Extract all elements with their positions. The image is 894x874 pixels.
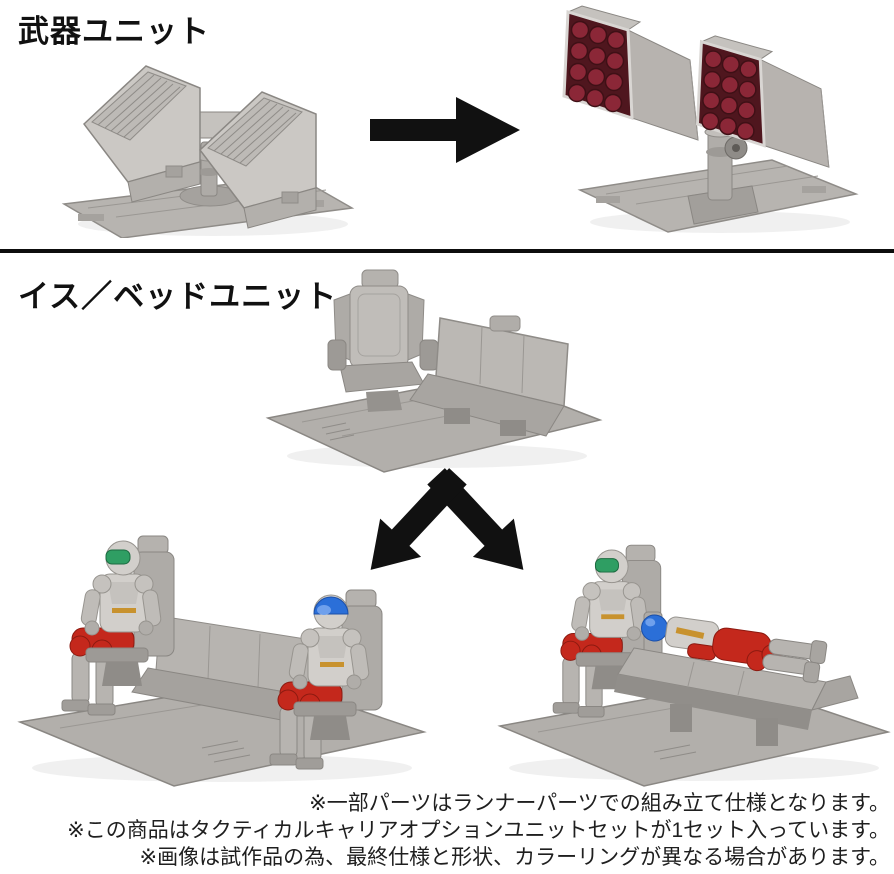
section-divider xyxy=(0,249,894,253)
chair-pedestal xyxy=(102,662,142,686)
helmet-glint xyxy=(317,605,331,615)
bed-leg xyxy=(756,718,778,746)
missile-tips xyxy=(567,20,626,113)
seated-figure-blue-helmet xyxy=(269,589,383,770)
chair-mode-photo xyxy=(17,535,427,787)
seat-unit-photo xyxy=(265,269,603,473)
bed-mode-photo xyxy=(497,544,891,787)
left-missile-pod xyxy=(562,5,699,141)
bed-side xyxy=(614,674,812,730)
weapon-section-title: 武器ユニット xyxy=(18,14,210,49)
right-pod-folded xyxy=(198,91,317,229)
seated-figure-green-visor xyxy=(61,535,175,716)
chair-headrest xyxy=(345,589,377,609)
seat-bed-section-title: イス／ベッドユニット xyxy=(18,279,338,314)
missile-tips xyxy=(701,50,758,141)
bed-with-lying-figure xyxy=(614,611,859,746)
bed-foot-rail xyxy=(811,675,859,711)
right-missile-pod xyxy=(695,35,830,168)
chair-headrest xyxy=(625,544,656,563)
weapon-unit-deployed-photo xyxy=(562,5,859,233)
transform-arrow-right-icon xyxy=(370,97,520,163)
footnote-2: ※この商品はタクティカルキャリアオプションユニットセットが1セット入っています。 xyxy=(67,819,890,842)
pilot-chair xyxy=(327,269,439,412)
lying-figure-blue-helmet xyxy=(641,614,828,684)
footnote-1: ※一部パーツはランナーパーツでの組み立て仕様となります。 xyxy=(309,792,890,815)
chair-pedestal xyxy=(310,716,350,740)
chair-seat xyxy=(85,647,149,663)
footnotes: ※一部パーツはランナーパーツでの組み立て仕様となります。 ※この商品はタクティカ… xyxy=(10,790,890,871)
green-visor xyxy=(105,549,131,565)
bed-leg xyxy=(670,704,692,732)
chair-seat xyxy=(293,701,357,717)
transform-arrow-split-icon xyxy=(370,468,524,570)
footnote-3: ※画像は試作品の為、最終仕様と形状、カラーリングが異なる場合があります。 xyxy=(139,846,891,869)
weapon-unit-folded-photo xyxy=(61,65,355,238)
chair-headrest xyxy=(137,535,169,555)
left-pod-folded xyxy=(82,65,201,203)
bench-seat xyxy=(409,315,569,437)
green-visor xyxy=(594,558,619,573)
